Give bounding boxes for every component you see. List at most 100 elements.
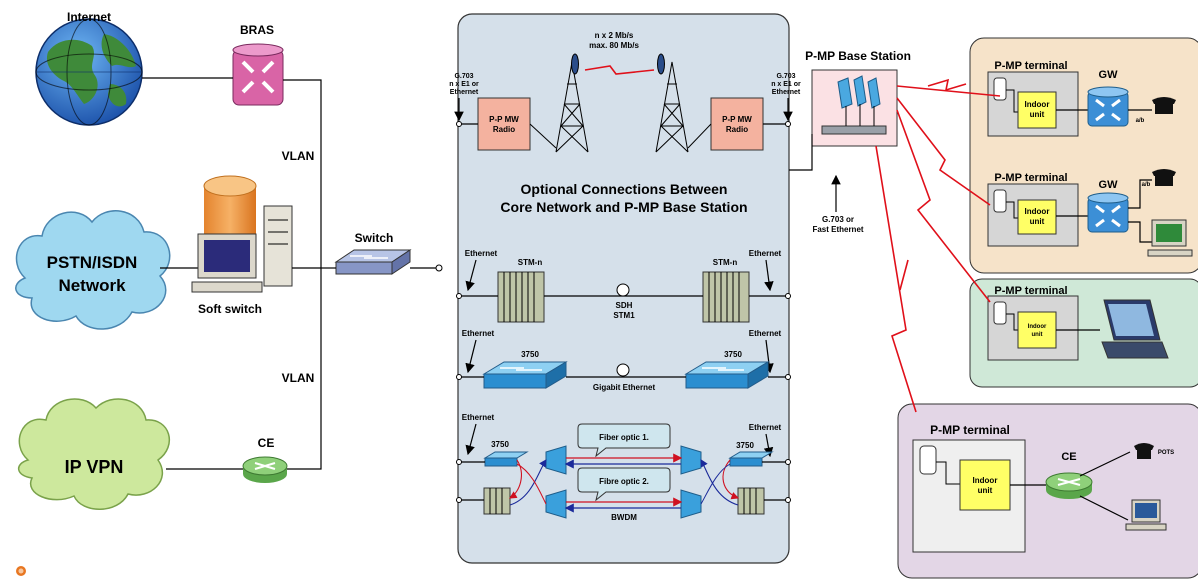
svg-text:unit: unit xyxy=(978,486,993,495)
stm-mux-right-icon xyxy=(702,271,750,323)
svg-text:Fiber optic 1.: Fiber optic 1. xyxy=(599,433,649,442)
ipvpn-label: IP VPN xyxy=(65,457,124,477)
terminal-1-phone-icon xyxy=(1152,97,1176,114)
core-title-line2: Core Network and P-MP Base Station xyxy=(500,199,747,215)
pp-mw-radio-right xyxy=(710,97,764,151)
g703-right-label: G.703 n x E1 or Ethernet xyxy=(771,73,801,96)
base-station-antenna-icon xyxy=(821,75,887,135)
svg-text:unit: unit xyxy=(1032,332,1043,338)
pstn-label-line1: PSTN/ISDN xyxy=(47,253,138,272)
svg-text:G.703: G.703 xyxy=(454,73,473,80)
bwdm-label: BWDM xyxy=(611,513,637,522)
terminal-2-indoor-unit xyxy=(1017,199,1057,235)
bwdm-right-bottom-icon xyxy=(680,489,702,519)
pstn-label-line2: Network xyxy=(58,276,126,295)
fiber-switch-right-icon xyxy=(728,451,774,467)
terminal-3-laptop-icon xyxy=(1101,299,1169,359)
link-capacity-line1: n x 2 Mb/s xyxy=(595,31,634,40)
gigabit-ethernet-label: Gigabit Ethernet xyxy=(593,383,656,392)
terminal-4-odu-icon xyxy=(919,445,960,485)
stm-right-label: STM-n xyxy=(713,258,738,267)
eth-ge-right-label: Ethernet xyxy=(749,329,782,338)
pp-mw-radio-left xyxy=(477,97,531,151)
switch-label: Switch xyxy=(355,231,394,245)
terminal-3-title: P-MP terminal xyxy=(994,285,1067,297)
fiber-switch-left-icon xyxy=(483,451,529,467)
logo-icon xyxy=(16,566,26,576)
terminal-2-odu-icon xyxy=(993,189,1018,219)
svg-text:n x E1 or: n x E1 or xyxy=(449,81,479,88)
microwave-link-icon xyxy=(584,65,655,75)
eth-sdh-right-label: Ethernet xyxy=(749,249,782,258)
terminal-1-odu-icon xyxy=(993,77,1018,113)
lan-switch-icon xyxy=(334,249,412,275)
eth-ge-left-label: Ethernet xyxy=(462,329,495,338)
svg-text:Indoor: Indoor xyxy=(1025,207,1050,216)
terminal-4-ce-label: CE xyxy=(1061,451,1076,463)
g703-left-label: G.703 n x E1 or Ethernet xyxy=(449,73,479,96)
svg-text:Indoor: Indoor xyxy=(973,476,998,485)
ipvpn-cloud-icon xyxy=(18,398,170,510)
ce-left-label: CE xyxy=(258,436,275,450)
svg-text:Radio: Radio xyxy=(726,125,748,134)
stm-mux-left-icon xyxy=(497,271,545,323)
terminal-1-title: P-MP terminal xyxy=(994,60,1067,72)
svg-text:Ethernet: Ethernet xyxy=(450,89,479,96)
switch-3750-right-icon xyxy=(684,361,770,389)
terminal-2-phone-icon xyxy=(1152,169,1176,186)
eth-fiber-left-label: Ethernet xyxy=(462,413,495,422)
svg-text:Radio: Radio xyxy=(493,125,515,134)
switch-3750-left-label: 3750 xyxy=(521,350,539,359)
terminal-2-gw-router-icon xyxy=(1087,192,1129,233)
core-title-line1: Optional Connections Between xyxy=(521,181,728,197)
terminal-3-odu-icon xyxy=(993,301,1018,331)
svg-text:Fibre optic 2.: Fibre optic 2. xyxy=(599,477,649,486)
eth-fiber-right-label: Ethernet xyxy=(749,423,782,432)
fiber-3750-right-label: 3750 xyxy=(736,441,754,450)
svg-text:P-P MW: P-P MW xyxy=(489,115,519,124)
tower-right-icon xyxy=(655,53,712,153)
radio-links-icon xyxy=(875,78,1001,413)
base-g703-line1: G.703 or xyxy=(822,215,854,224)
terminal-4-phone-icon xyxy=(1134,443,1154,459)
vlan-bottom-label: VLAN xyxy=(282,371,315,385)
terminal-1-gw-router-icon xyxy=(1087,86,1129,127)
svg-text:Indoor: Indoor xyxy=(1028,324,1047,330)
eth-sdh-left-label: Ethernet xyxy=(465,249,498,258)
svg-text:P-P MW: P-P MW xyxy=(722,115,752,124)
vlan-top-label: VLAN xyxy=(282,149,315,163)
soft-switch-label: Soft switch xyxy=(198,302,262,316)
bras-label: BRAS xyxy=(240,23,274,37)
terminal-4-title: P-MP terminal xyxy=(930,423,1010,437)
base-station-title: P-MP Base Station xyxy=(805,49,911,63)
link-capacity-line2: max. 80 Mb/s xyxy=(589,41,639,50)
ce-router-icon xyxy=(242,456,288,483)
internet-label: Internet xyxy=(67,10,111,24)
svg-text:Indoor: Indoor xyxy=(1025,100,1050,109)
switch-3750-right-label: 3750 xyxy=(724,350,742,359)
fiber-optic-2-callout: Fibre optic 2. xyxy=(577,467,671,502)
terminal-2-title: P-MP terminal xyxy=(994,172,1067,184)
terminal-4-computer-icon xyxy=(1125,499,1167,531)
bras-router-icon xyxy=(232,43,284,106)
terminal-1-gw-label: GW xyxy=(1099,69,1119,81)
stm1-label: STM1 xyxy=(613,311,635,320)
mux-small-right-icon xyxy=(737,487,765,515)
vlan-trunk-line xyxy=(272,79,322,470)
soft-switch-server-icon xyxy=(191,175,293,293)
fiber-optic-1-callout: Fiber optic 1. xyxy=(577,423,671,458)
svg-text:Ethernet: Ethernet xyxy=(772,89,801,96)
terminal-4-indoor-unit xyxy=(959,459,1011,511)
terminal-2-ab-label: a/b xyxy=(1142,182,1151,188)
internet-globe-icon xyxy=(35,18,143,126)
base-g703-line2: Fast Ethernet xyxy=(812,225,863,234)
tower-left-icon xyxy=(529,53,589,153)
svg-text:unit: unit xyxy=(1030,110,1045,119)
mux-small-left-icon xyxy=(483,487,511,515)
sdh-label: SDH xyxy=(616,301,633,310)
fiber-3750-left-label: 3750 xyxy=(491,440,509,449)
switch-3750-left-icon xyxy=(482,361,568,389)
terminal-2-computer-icon xyxy=(1147,219,1193,257)
terminal-4-ce-router-icon xyxy=(1045,472,1093,499)
